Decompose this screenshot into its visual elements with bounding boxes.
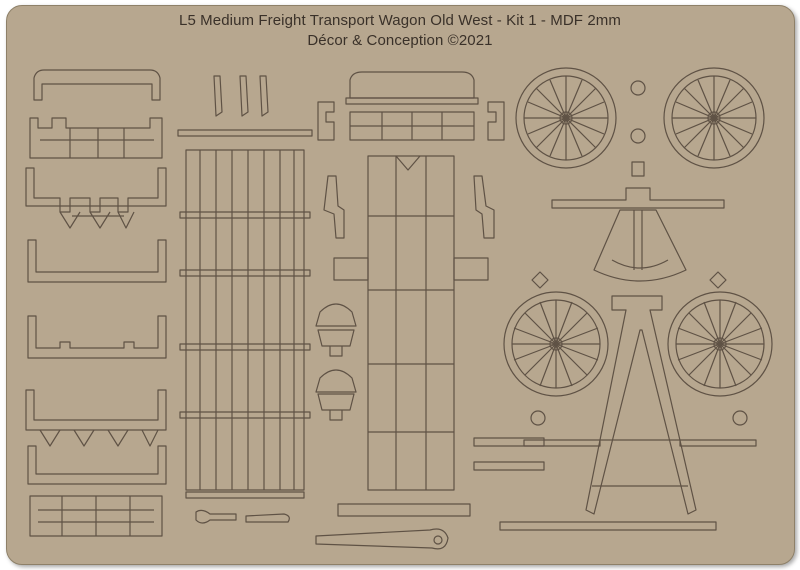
- pin-bar-2: [473, 461, 545, 471]
- wheel-1: [515, 67, 617, 169]
- hub-cap-3: [530, 410, 546, 426]
- bolster-clip: [631, 161, 645, 177]
- fifth-wheel: [593, 209, 687, 282]
- seat-bracket-left: [317, 101, 335, 141]
- brake-lever-right: [473, 175, 495, 239]
- chassis: [315, 71, 505, 550]
- tongue-pole: [315, 528, 449, 550]
- wagon-bed: [177, 75, 313, 524]
- small-clip-1: [213, 75, 223, 117]
- pin-bar-1: [473, 437, 545, 447]
- hub-cap-4: [732, 410, 748, 426]
- frame-with-supports-2: [25, 389, 167, 431]
- seat-bracket-right: [487, 101, 505, 141]
- hook-part-2: [245, 513, 290, 523]
- lantern-holder-2: [315, 369, 357, 421]
- sheet-subtitle: Décor & Conception ©2021: [307, 32, 493, 49]
- side-rail-1: [29, 117, 163, 159]
- front-axle: [551, 187, 725, 209]
- undercarriage: [473, 161, 757, 531]
- axle-right: [453, 257, 489, 281]
- chassis-frame: [367, 155, 455, 491]
- small-clip-3: [259, 75, 269, 117]
- wheel-clip-1: [531, 271, 549, 289]
- seat-back: [349, 71, 475, 99]
- wheel-4: [667, 291, 773, 397]
- small-clip-2: [239, 75, 249, 117]
- rear-bottom-bar: [499, 521, 717, 531]
- side-rail-2: [27, 445, 167, 485]
- wheel-3: [503, 291, 609, 397]
- wheel-clip-2: [709, 271, 727, 289]
- seat-board: [349, 111, 475, 141]
- wheel-2: [663, 67, 765, 169]
- bed-bottom-strip: [185, 491, 305, 499]
- bed-board: [185, 149, 305, 491]
- frame-with-supports: [25, 167, 167, 213]
- long-brace: [337, 503, 471, 517]
- side-plain-1: [27, 239, 167, 283]
- hub-cap-2: [630, 128, 646, 144]
- rear-frame: [585, 295, 697, 515]
- bow-piece: [33, 69, 161, 101]
- long-strip: [177, 129, 313, 137]
- side-plain-2: [27, 315, 167, 359]
- hook-part-1: [195, 509, 237, 524]
- brake-lever-left: [323, 175, 345, 239]
- axle-left: [333, 257, 369, 281]
- lantern-holder-1: [315, 303, 357, 357]
- hub-cap-1: [630, 80, 646, 96]
- wheels: [503, 67, 773, 426]
- side-rail-3: [29, 495, 163, 537]
- sheet-title: L5 Medium Freight Transport Wagon Old We…: [179, 12, 621, 29]
- left-parts: [25, 69, 167, 537]
